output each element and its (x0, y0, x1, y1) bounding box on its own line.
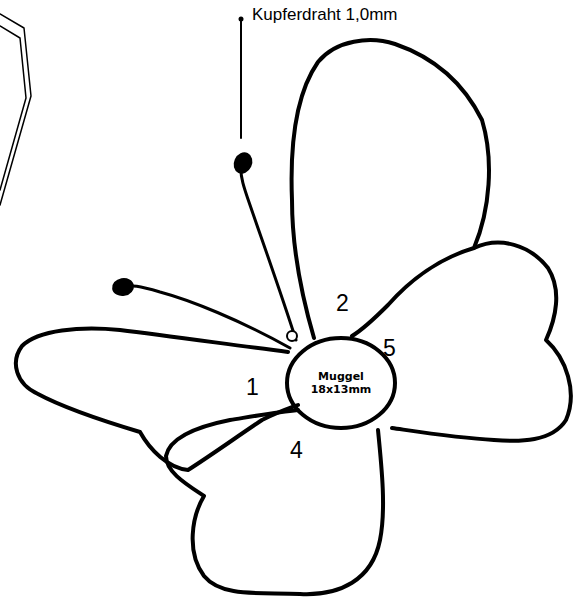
callout-number: 4 (290, 437, 303, 464)
lower-wing (166, 410, 383, 594)
leader-dot (239, 17, 244, 22)
muggel-outline (287, 338, 395, 428)
antenna-left (124, 286, 290, 348)
right-wing (392, 243, 571, 441)
leader-line (240, 19, 242, 138)
paper-edge (0, 14, 31, 205)
upper-wing (292, 40, 489, 338)
wire-label: Kupferdraht 1,0mm (252, 5, 398, 25)
antenna-joint (287, 331, 297, 341)
callout-number: 5 (383, 335, 396, 362)
antenna-tip (230, 149, 256, 177)
left-wing (16, 329, 298, 470)
muggel-oval: Muggel 18x13mm (291, 342, 391, 424)
callout-number: 2 (336, 290, 349, 317)
gem-label: Muggel 18x13mm (310, 370, 372, 396)
antenna-right (241, 166, 296, 340)
callout-number: 1 (246, 374, 259, 401)
antenna-tip (111, 276, 136, 298)
